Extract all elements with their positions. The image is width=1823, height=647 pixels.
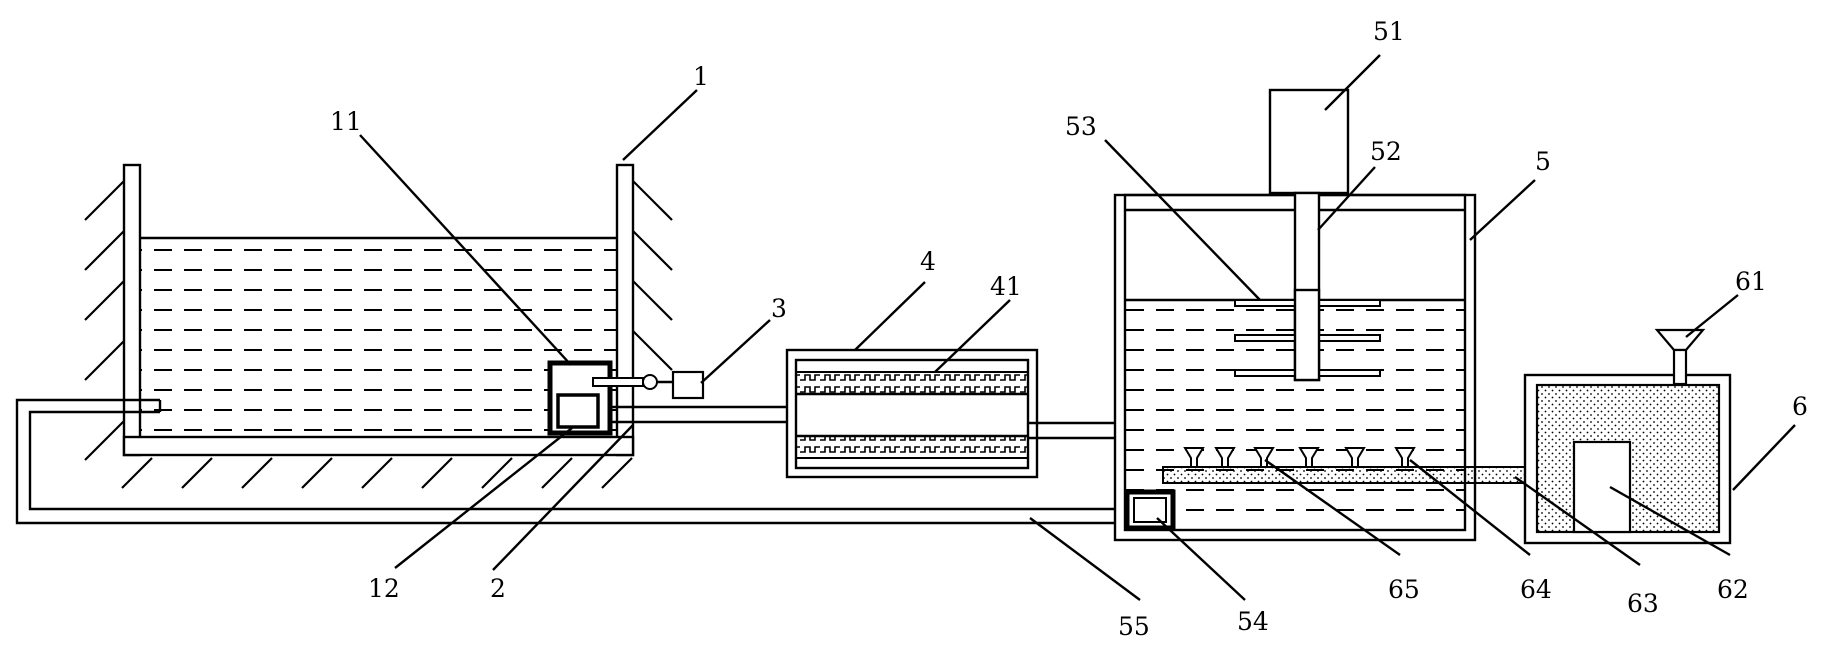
ground-hatch-left [84, 179, 126, 461]
pipe-2 [610, 405, 795, 424]
pump-54 [1124, 489, 1176, 531]
pond-1 [84, 163, 673, 489]
leader-lines [359, 54, 1796, 601]
dosing-pump-62 [1572, 440, 1632, 534]
labels: 1 11 3 4 41 12 2 51 52 53 5 61 6 62 63 6… [330, 17, 1808, 641]
aeration-pipe-63 [1162, 466, 1576, 484]
label-5: 5 [1535, 147, 1551, 176]
label-12: 12 [368, 574, 400, 603]
label-1: 1 [693, 62, 709, 91]
label-63: 63 [1627, 589, 1659, 618]
filter-media-41-top [795, 371, 1029, 395]
filter-4 [785, 348, 1039, 479]
label-52: 52 [1370, 137, 1402, 166]
dosing-box-6 [1523, 373, 1732, 545]
valve-3 [642, 370, 705, 400]
filter-media-41-bottom [795, 435, 1029, 459]
label-64: 64 [1520, 575, 1552, 604]
label-54: 54 [1237, 607, 1269, 636]
label-6: 6 [1792, 392, 1808, 421]
label-53: 53 [1065, 112, 1097, 141]
label-51: 51 [1373, 17, 1405, 46]
return-pipe-55 [15, 398, 1130, 525]
label-11: 11 [330, 107, 362, 136]
ground-hatch-right [631, 179, 673, 371]
label-62: 62 [1717, 575, 1749, 604]
ground-hatch-bottom [121, 457, 633, 489]
label-2: 2 [490, 574, 506, 603]
paddles-53 [1234, 288, 1381, 382]
motor-51 [1268, 88, 1350, 195]
nozzles-64-65 [1183, 447, 1416, 468]
label-41: 41 [990, 272, 1022, 301]
label-3: 3 [771, 294, 787, 323]
pipe-filter-to-tank [1028, 421, 1127, 440]
label-65: 65 [1388, 575, 1420, 604]
label-61: 61 [1735, 267, 1767, 296]
label-55: 55 [1118, 612, 1150, 641]
label-4: 4 [920, 247, 936, 276]
funnel-61 [1654, 328, 1706, 386]
pump-12 [547, 360, 644, 436]
